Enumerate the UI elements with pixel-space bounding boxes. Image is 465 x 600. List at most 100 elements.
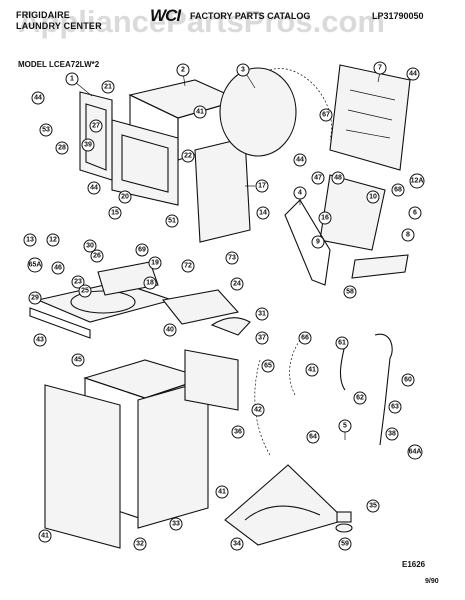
callout-15: 15 xyxy=(108,206,122,220)
callout-44a: 44 xyxy=(31,91,45,105)
svg-text:7: 7 xyxy=(378,65,382,72)
callout-29: 29 xyxy=(28,291,42,305)
callout-37: 37 xyxy=(255,331,269,345)
callout-41a: 41 xyxy=(193,105,207,119)
dryer-door xyxy=(79,91,113,181)
lid-hinge xyxy=(210,317,251,336)
svg-text:17: 17 xyxy=(258,183,266,190)
motor-bracket xyxy=(351,254,409,279)
svg-text:13: 13 xyxy=(26,237,34,244)
callout-51: 51 xyxy=(165,214,179,228)
svg-text:67: 67 xyxy=(322,112,330,119)
svg-text:20: 20 xyxy=(121,194,129,201)
callout-24: 24 xyxy=(230,277,244,291)
callout-5: 5 xyxy=(338,419,352,440)
callout-46: 46 xyxy=(51,261,65,275)
callout-60: 60 xyxy=(401,373,415,387)
svg-text:25: 25 xyxy=(81,288,89,295)
svg-text:38: 38 xyxy=(388,431,396,438)
svg-text:16: 16 xyxy=(321,215,329,222)
svg-text:68: 68 xyxy=(394,187,402,194)
callout-31: 31 xyxy=(255,307,269,321)
callout-1: 1 xyxy=(65,72,93,97)
callout-73: 73 xyxy=(225,251,239,265)
callout-30: 30 xyxy=(83,239,97,253)
svg-text:30: 30 xyxy=(86,243,94,250)
callout-23: 23 xyxy=(71,275,85,289)
svg-text:73: 73 xyxy=(228,255,236,262)
callout-61: 61 xyxy=(335,336,349,350)
callout-44d: 44 xyxy=(293,153,307,167)
toe-panel xyxy=(161,289,240,325)
svg-text:69: 69 xyxy=(138,247,146,254)
callout-19: 19 xyxy=(148,256,162,270)
callout-53: 53 xyxy=(39,123,53,137)
svg-text:2: 2 xyxy=(181,67,185,74)
callout-20: 20 xyxy=(118,190,132,204)
callout-72: 72 xyxy=(181,259,195,273)
callout-25: 25 xyxy=(78,284,92,298)
svg-text:66: 66 xyxy=(301,335,309,342)
diagram-code: E1626 xyxy=(402,560,426,569)
callout-41c: 41 xyxy=(38,529,52,543)
svg-text:44: 44 xyxy=(34,95,42,102)
wci-logo: WCI xyxy=(150,6,181,25)
callout-6: 6 xyxy=(408,206,422,220)
callout-21: 21 xyxy=(101,80,115,94)
callout-45: 45 xyxy=(71,353,85,367)
callout-12a: 12A xyxy=(409,173,425,189)
callout-40: 40 xyxy=(163,323,177,337)
catalog-title: FACTORY PARTS CATALOG xyxy=(190,11,311,21)
svg-text:23: 23 xyxy=(74,279,82,286)
svg-text:58: 58 xyxy=(346,289,354,296)
svg-text:9: 9 xyxy=(316,239,320,246)
svg-text:44: 44 xyxy=(409,71,417,78)
washer-front-panel xyxy=(44,384,121,549)
svg-text:62: 62 xyxy=(356,395,364,402)
svg-text:60: 60 xyxy=(404,377,412,384)
svg-text:21: 21 xyxy=(104,84,112,91)
dryer-drum xyxy=(219,67,332,157)
callout-65: 65 xyxy=(261,359,275,373)
svg-text:53: 53 xyxy=(42,127,50,134)
svg-text:22: 22 xyxy=(184,153,192,160)
callout-3: 3 xyxy=(236,63,256,89)
catalog-date: 9/90 xyxy=(425,578,439,585)
callout-62: 62 xyxy=(353,391,367,405)
callout-9: 9 xyxy=(311,235,325,249)
svg-text:48: 48 xyxy=(334,175,342,182)
svg-text:35: 35 xyxy=(369,503,377,510)
svg-text:14: 14 xyxy=(259,210,267,217)
svg-text:34: 34 xyxy=(233,541,241,548)
svg-text:61: 61 xyxy=(338,340,346,347)
brand-header: FRIGIDAIRE LAUNDRY CENTER xyxy=(16,10,102,32)
catalog-number: LP31790050 xyxy=(372,11,424,21)
svg-text:32: 32 xyxy=(136,541,144,548)
svg-text:39: 39 xyxy=(84,142,92,149)
callout-44c: 44 xyxy=(87,181,101,195)
washer-back-panel xyxy=(184,349,239,411)
callout-4: 4 xyxy=(293,186,307,205)
svg-text:44: 44 xyxy=(296,157,304,164)
svg-text:33: 33 xyxy=(172,521,180,528)
dashed-wire-harness xyxy=(254,339,301,456)
dryer-side-panel xyxy=(194,137,251,243)
svg-text:26: 26 xyxy=(93,253,101,260)
callout-35a: 35 xyxy=(366,499,380,513)
callout-16: 16 xyxy=(318,211,332,225)
svg-text:41: 41 xyxy=(41,533,49,540)
svg-text:64: 64 xyxy=(309,434,317,441)
brand-line-1: FRIGIDAIRE xyxy=(16,10,71,20)
callout-64a: 64A xyxy=(407,444,423,460)
callout-22: 22 xyxy=(181,149,195,163)
callout-59: 59 xyxy=(338,537,352,551)
svg-text:65A: 65A xyxy=(29,262,42,269)
callout-67: 67 xyxy=(319,108,333,122)
svg-text:28: 28 xyxy=(58,145,66,152)
callout-32: 32 xyxy=(133,537,147,551)
watermark: AppliancePartsPros.com xyxy=(18,4,385,39)
callout-13: 13 xyxy=(23,233,37,247)
svg-text:27: 27 xyxy=(92,123,100,130)
svg-text:6: 6 xyxy=(413,210,417,217)
svg-text:19: 19 xyxy=(151,260,159,267)
